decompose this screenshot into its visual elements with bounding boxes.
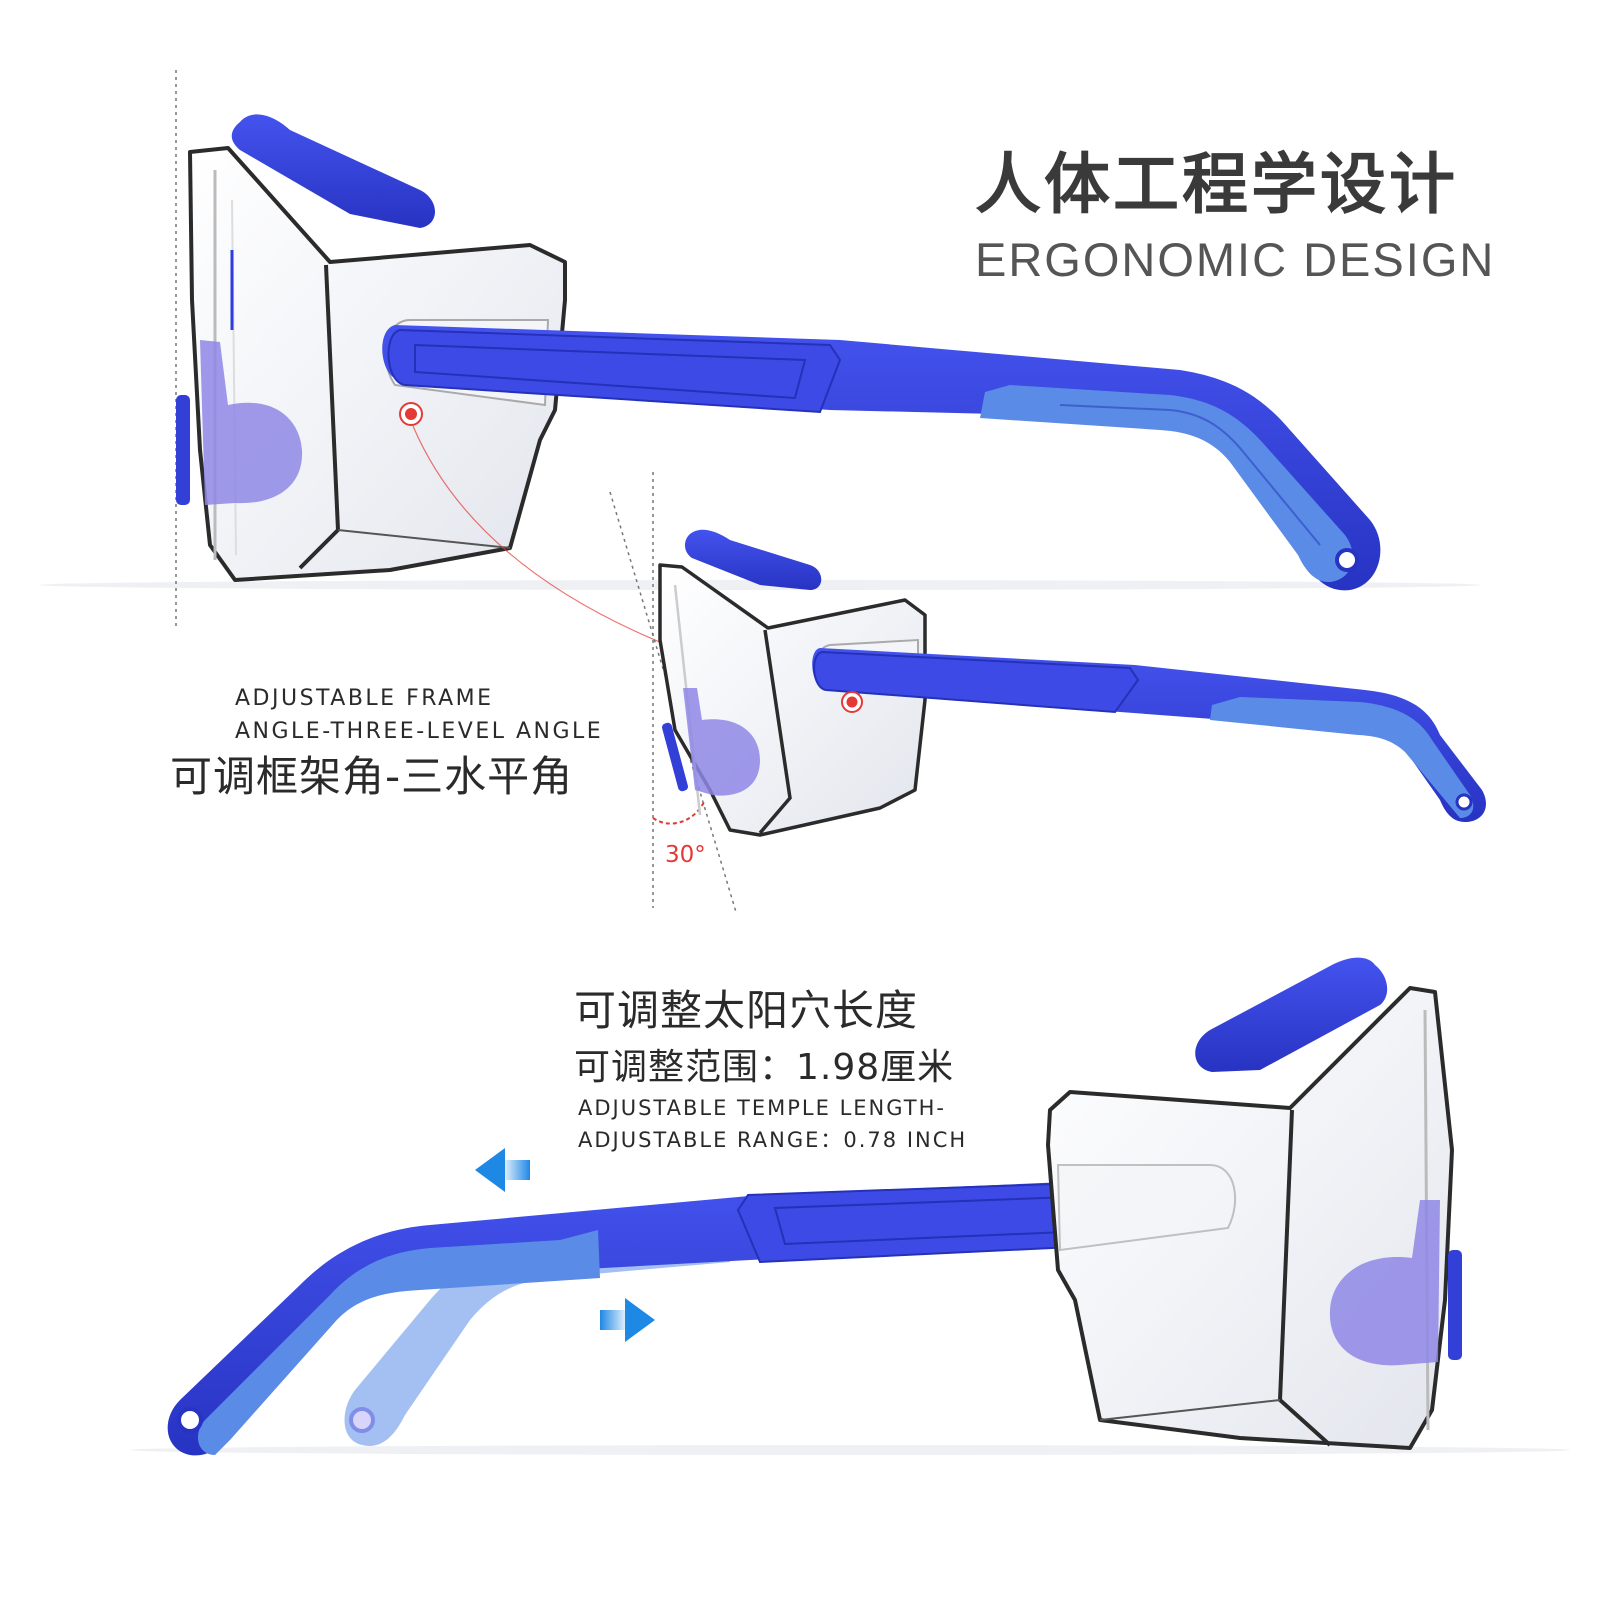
brow-pad (231, 114, 435, 228)
frame-angle-label-en: ANGLE-THREE-LEVEL ANGLE (235, 719, 604, 744)
arrow-left-icon (475, 1148, 530, 1192)
pivot-marker-dot (846, 696, 858, 708)
temple-length-label-en: ADJUSTABLE TEMPLE LENGTH- (578, 1096, 946, 1120)
temple-tip (980, 385, 1353, 583)
page-title: 人体工程学设计 (975, 146, 1458, 223)
side-clip (1448, 1250, 1462, 1360)
temple-grip (387, 328, 842, 414)
arrow-right-icon (600, 1298, 655, 1342)
lanyard-hole (1455, 793, 1473, 811)
brow-pad (684, 529, 822, 590)
goggles-middle (658, 529, 1486, 837)
lens-inner-edge (758, 629, 792, 835)
temple-tip (197, 1230, 600, 1455)
ground-shadow (130, 1445, 1570, 1455)
temple-grip-groove (414, 343, 807, 400)
goggles-bottom (167, 957, 1462, 1456)
lanyard-hole (177, 1407, 203, 1433)
temple-length-range-cn: 可调整范围：1.98厘米 (574, 1047, 955, 1088)
hinge-socket (1056, 1164, 1237, 1252)
frame-angle-label-en: ADJUSTABLE FRAME (235, 686, 494, 711)
lens (658, 563, 927, 837)
lanyard-hole (349, 1407, 375, 1433)
side-clip (176, 395, 190, 505)
lens-bottom-edge (1099, 1399, 1281, 1421)
nose-pad (683, 688, 760, 796)
pivot-marker-dot (405, 408, 417, 420)
frame-angle-label-cn: 可调框架角-三水平角 (170, 752, 574, 801)
nose-pad (1329, 1200, 1440, 1366)
angle-label: 30° (665, 842, 706, 868)
side-clip (662, 722, 688, 792)
lanyard-hole (1335, 548, 1359, 572)
nose-pad (200, 340, 303, 505)
temple-tip (1210, 697, 1474, 818)
temple-length-title-cn: 可调整太阳穴长度 (574, 986, 919, 1035)
goggles-top (176, 114, 1381, 591)
lens-bottom-edge (337, 529, 511, 549)
temple-tip-ridge (1059, 404, 1321, 546)
brow-pad (1195, 957, 1388, 1072)
page-subtitle: ERGONOMIC DESIGN (975, 233, 1496, 286)
temple-grip (813, 650, 1140, 714)
angle-arc (652, 799, 706, 825)
temple-length-range-en: ADJUSTABLE RANGE：0.78 INCH (578, 1128, 968, 1152)
